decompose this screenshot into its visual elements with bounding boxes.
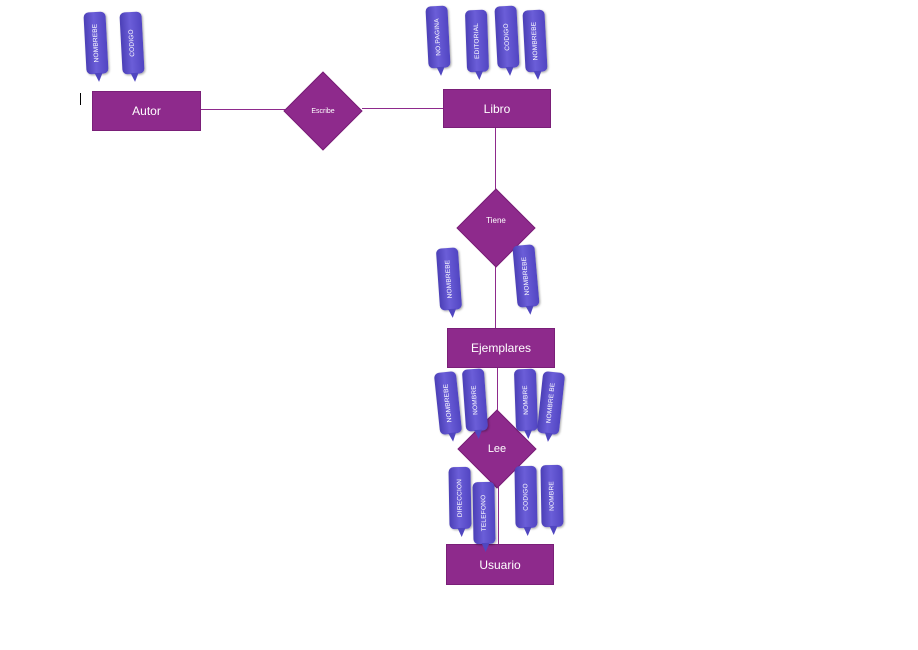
text-cursor: [80, 93, 81, 105]
attribute-libro-codigo[interactable]: CODIGO: [494, 5, 520, 69]
connector-tiene-ejemplares: [495, 262, 496, 328]
entity-ejemplares[interactable]: Ejemplares: [447, 328, 555, 368]
attribute-autor-nombrebe[interactable]: NOMBREBE: [83, 11, 109, 75]
attribute-ejemplares-nombrebe-right[interactable]: NOMBREBE: [512, 244, 540, 308]
attribute-usuario-nombre[interactable]: NOMBRE: [540, 464, 564, 528]
attribute-libro-no-pagina[interactable]: NO.PAGINA: [425, 5, 451, 69]
entity-usuario[interactable]: Usuario: [446, 544, 554, 585]
relationship-tiene-label: Tiene: [486, 215, 506, 225]
connector-ejemplares-lee: [497, 368, 498, 412]
attribute-usuario-telefono[interactable]: TELEFONO: [472, 481, 496, 545]
attribute-lee-nombre-be[interactable]: NOMBRE BE: [536, 371, 566, 435]
connector-libro-tiene: [495, 128, 496, 192]
attribute-lee-nombre-2[interactable]: NOMBRE: [513, 368, 539, 432]
attribute-ejemplares-nombrebe-left[interactable]: NOMBREBE: [435, 247, 463, 311]
entity-autor[interactable]: Autor: [92, 91, 201, 131]
attribute-usuario-codigo[interactable]: CODIGO: [514, 465, 538, 529]
entity-libro[interactable]: Libro: [443, 89, 551, 128]
attribute-lee-nombre-1[interactable]: NOMBRE: [461, 368, 489, 432]
attribute-libro-nombrebe[interactable]: NOMBREBE: [522, 9, 548, 73]
connector-autor-escribe: [200, 109, 288, 110]
attribute-libro-editorial[interactable]: EDITORIAL: [464, 9, 490, 73]
attribute-lee-nombrebe[interactable]: NOMBREBE: [433, 371, 463, 435]
connector-escribe-libro: [362, 108, 444, 109]
connector-lee-usuario: [498, 486, 499, 544]
attribute-usuario-direccion[interactable]: DIRECCION: [448, 466, 472, 530]
relationship-lee-label: Lee: [487, 443, 507, 455]
attribute-autor-codigo[interactable]: CODIGO: [119, 11, 145, 75]
relationship-escribe-label: Escribe: [311, 107, 335, 115]
